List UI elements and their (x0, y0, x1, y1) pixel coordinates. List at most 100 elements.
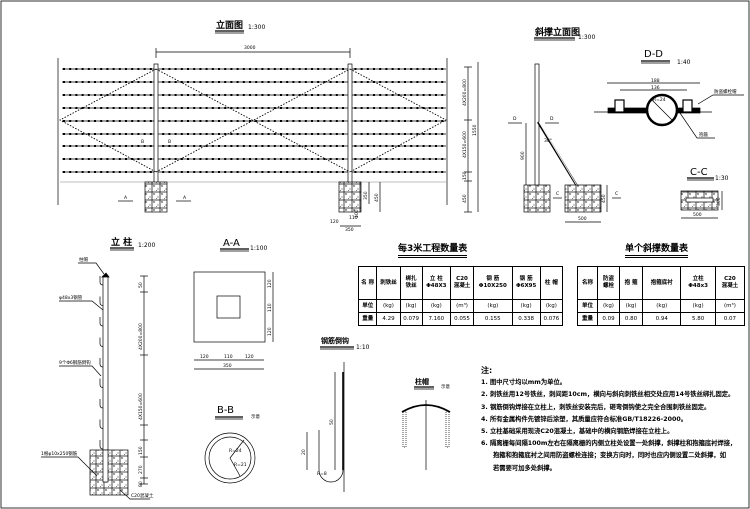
table1-title: 每3米工程数量表 (398, 241, 468, 258)
footing (338, 181, 362, 213)
table2-title: 单个斜撑数量表 (625, 241, 689, 258)
note-item: 2. 刺铁丝用12号铁丝，刺间距10cm，横向与斜向刺铁丝相交处应用14号铁丝绑… (481, 391, 735, 399)
header-text: 立 柱 (429, 276, 443, 282)
table-cell: (kg) (473, 299, 513, 313)
section-c-right: C (615, 191, 618, 197)
elevation-title: 立面图 (216, 19, 243, 31)
table-header-cell: 绑扎铁丝 (399, 266, 423, 300)
dd-radius: R=24 (653, 97, 666, 103)
note-item: 6. 隔离栅每间隔100m左右在隔离栅的内侧立柱处设置一处斜撑，斜撑柱和抱箍底衬… (481, 440, 737, 448)
label-pipe: φ48x3钢管 (59, 294, 83, 301)
table-cell: (kg) (376, 299, 401, 313)
note-item: 抱箍和抱箍底衬之间用防盗螺栓连接；变换方向时，同时也应内侧设置二处斜撑，如 (493, 452, 726, 460)
dim-136: 136 (651, 85, 660, 91)
section-bb-view: B-B 示意 R=24 R=21 (204, 405, 260, 484)
hook (99, 419, 104, 429)
bolt-left (614, 99, 625, 113)
footing (144, 181, 168, 213)
dim-450: 450 (462, 194, 468, 203)
table-header-cell: 刺铁丝 (376, 266, 401, 300)
table-header-cell: 防盗螺栓 (596, 266, 620, 300)
brace-footing (564, 184, 602, 213)
hook (99, 276, 104, 286)
dim-hook-50: 50 (329, 419, 335, 425)
section-aa-view: A-A 1:100 120 110 120 120 110 120 350 (193, 238, 274, 370)
table-cell: 0.94 (642, 312, 682, 326)
dim-cc-300: 300 (716, 197, 722, 206)
brace-post (534, 63, 540, 205)
table-cell: (kg) (642, 299, 682, 313)
notes: 注: 1. 图中尺寸均以mm为单位。2. 刺铁丝用12号铁丝，刺间距10cm，横… (481, 365, 746, 475)
dim-110: 110 (349, 215, 358, 221)
section-d-right: D (550, 116, 554, 122)
hook-title: 钢筋倒钩 (321, 336, 349, 345)
bb-radius-inner: R=21 (234, 462, 247, 468)
header-text: 抱 箍 (624, 279, 638, 286)
table-cell: 单位 (357, 299, 378, 313)
cap-detail-view: 柱帽 示意 (401, 377, 450, 470)
note-item: 4. 所有金属构件先镀锌后涂塑，其质量应符合标准GB/T18226-2000。 (481, 415, 688, 423)
table-header-cell: 抱 箍 (618, 266, 644, 300)
table-cell: 7.160 (421, 312, 451, 326)
dim-cc-500: 500 (693, 212, 702, 218)
dim-hook-20: 20 (301, 449, 307, 455)
aa-dim: 120 (245, 354, 254, 360)
brace-title: 斜撑立面图 (534, 26, 580, 38)
section-d-left: D (513, 116, 517, 122)
aa-dim: 120 (200, 354, 209, 360)
dim-brace-500: 500 (578, 216, 587, 222)
hook (99, 378, 104, 388)
dim-post-270: 270 (138, 465, 144, 474)
aa-title: A-A (223, 238, 240, 249)
barbed-wire (62, 171, 446, 173)
header-text: 混凝土 (453, 283, 471, 289)
hook-detail-view: 钢筋倒钩 1:10 50 20 R=8 (301, 336, 370, 492)
header-text: 名 称 (361, 279, 375, 286)
dim-footing-450: 450 (374, 193, 380, 202)
hooks (99, 276, 104, 450)
table-cell: (kg) (399, 299, 423, 313)
fence-post (153, 63, 159, 200)
aa-dim: 120 (267, 327, 273, 336)
dim-350: 350 (363, 191, 369, 200)
table-header-cell: 抱箍底衬 (642, 266, 682, 300)
brace-angle: 30° (544, 138, 552, 144)
table-row: 单位(kg)(kg)(kg)(m³)(kg)(kg)(kg) (357, 299, 564, 313)
hook (99, 317, 104, 327)
dd-title: D-D (644, 49, 663, 60)
dim-900: 900 (520, 151, 526, 160)
post-title: 立 柱 (111, 236, 132, 248)
dim-span: 3000 (244, 45, 256, 51)
table-cell: 重量 (577, 312, 598, 326)
bb-radius-outer: R=24 (229, 448, 242, 454)
dim-120: 120 (330, 219, 339, 225)
note-item: 3. 钢筋倒钩焊接在立柱上，刺铁丝安装完后，砸弯倒钩使之完全合围刺铁丝固定。 (481, 403, 711, 411)
cap-title: 柱帽 (415, 377, 429, 386)
label-rebar: 1根φ10x250钢筋 (41, 450, 78, 457)
header-text: Φ48X3 (426, 283, 447, 289)
header-text: 柱 帽 (544, 279, 558, 286)
aa-dim: 110 (267, 303, 273, 312)
table-cell: (kg) (596, 299, 620, 313)
bolt-right (682, 99, 693, 113)
brace-elevation-view: 斜撑立面图 1:300 D D 900 30° C C 450 500 (508, 26, 621, 223)
header-text: 抱箍底衬 (650, 279, 673, 286)
table-row: 单位(kg)(kg)(kg)(kg)(m³) (577, 299, 746, 313)
fence-post (347, 63, 353, 200)
dim-150: 150 (462, 171, 468, 180)
post-footing (89, 449, 129, 496)
cc-scale: 1:30 (715, 175, 729, 182)
aa-scale: 1:100 (250, 245, 267, 252)
table-cell: 0.07 (714, 312, 746, 326)
section-dd-view: D-D 1:40 188 136 R=24 防盗螺栓帽 抱箍 (594, 49, 744, 139)
